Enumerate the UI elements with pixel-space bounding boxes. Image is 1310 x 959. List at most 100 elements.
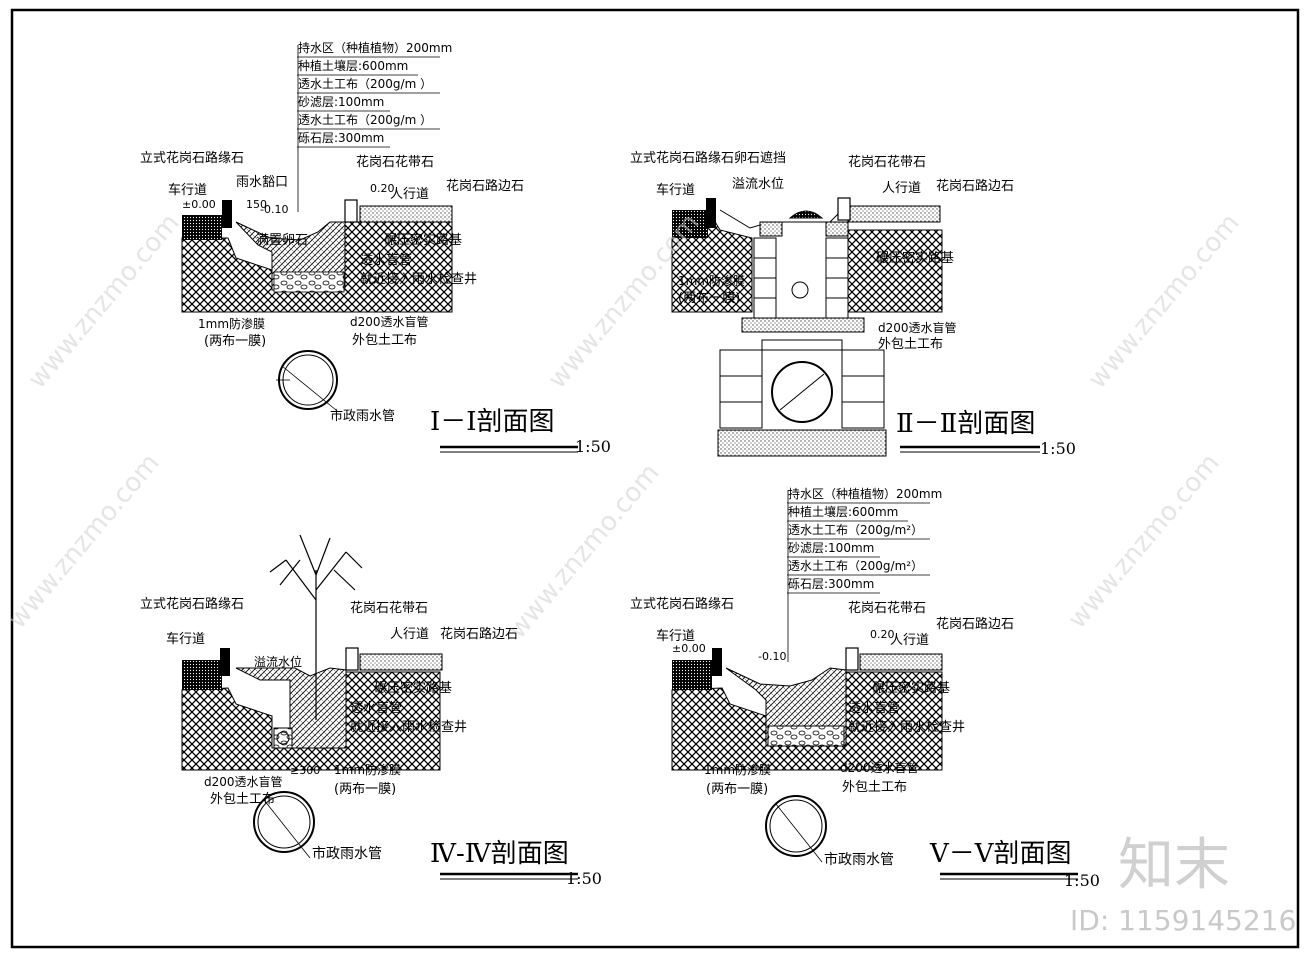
section-5: 持水区（种植植物）200mm 种植土壤层:600mm 透水土工布（200g/m²… [630,486,1100,890]
svg-text:www.znzmo.com: www.znzmo.com [1082,208,1245,394]
section-4: 立式花岗石路缘石 车行道 溢流水位 花岗石花带石 人行道 花岗石路边石 碾压密实… [140,534,602,888]
watermark-brand: 知末 [1118,833,1230,898]
s1-roadway-label: 车行道 [168,182,207,198]
s1-layer-6: 砾石层:300mm [298,131,384,145]
s1-scale: 1:50 [575,437,611,456]
s4-storm-pipe-label: 市政雨水管 [312,845,382,862]
s5-blind-pipe-label: 透水盲管 [848,700,900,716]
s4-overflow-label: 溢流水位 [254,654,302,669]
s1-dim-150: 150 [246,198,267,211]
s4-subgrade-label: 碾压密实路基 [374,680,452,696]
s1-edge-stone-label: 花岗石路边石 [446,178,524,194]
s5-layer-5: 透水土工布（200g/m²） [788,559,923,573]
s1-band-stone [344,199,358,223]
s5-elev-0: ±0.00 [672,642,706,655]
s1-elev-m010: -0.10 [260,203,288,216]
s4-scale: 1:50 [566,869,602,888]
svg-text:www.znzmo.com: www.znzmo.com [502,458,665,644]
s1-layer-underlines [297,56,440,148]
s4-wrap-label: 外包土工布 [210,792,275,807]
s1-layer-5: 透水土工布（200g/m ） [298,113,432,127]
s1-gravel [273,271,345,293]
s4-storm-pipe [253,791,315,853]
s5-edge-stone-label: 花岗石路边石 [936,616,1014,632]
s5-curb-stone-label: 立式花岗石路缘石 [630,596,734,612]
s5-wrap-label: 外包土工布 [842,780,907,795]
s2-scale: 1:50 [1040,439,1076,458]
s4-roadway-label: 车行道 [166,631,205,647]
s1-sidewalk-label: 人行道 [390,187,429,202]
s2-pipe-d200-label: d200透水盲管 [878,320,957,335]
s2-pipe [771,361,833,423]
s2-sidewalk-label: 人行道 [882,181,921,196]
s1-layer-4: 砂滤层:100mm [298,95,384,109]
s4-dim-300: ≥300 [290,764,320,777]
s4-tree [269,534,363,720]
s5-subgrade-label: 碾压密实路基 [872,680,950,696]
s2-title: Ⅱ－Ⅱ剖面图 [896,409,1035,439]
s5-elev-m010: -0.10 [758,650,786,663]
s5-elev-020: 0.20 [870,628,895,641]
s1-wrap-label: 外包土工布 [352,333,417,348]
s2-subgrade-label: 碾压密实路基 [876,250,954,266]
s1-inlet-label: 雨水豁口 [236,174,288,190]
s5-band-stone-label: 花岗石花带石 [848,600,926,616]
s4-band-stone-label: 花岗石花带石 [350,600,428,616]
section-1: 持水区（种植植物）200mm 种植土壤层:600mm 透水土工布（200g/m … [140,40,611,456]
s1-curb-stone-label: 立式花岗石路缘石 [140,150,244,166]
svg-text:www.znzmo.com: www.znzmo.com [22,208,185,394]
s1-layer-1: 持水区（种植植物）200mm [298,40,452,55]
s5-layer-2: 种植土壤层:600mm [788,504,898,519]
s4-blind-pipe-label: 透水盲管 [350,700,402,716]
s1-title: Ⅰ－Ⅰ剖面图 [430,407,555,437]
s4-sidewalk-label: 人行道 [390,627,429,642]
s2-overflow-label: 溢流水位 [732,177,784,192]
section-2: 立式花岗石路缘石卵石遮挡 车行道 溢流水位 花岗石花带石 人行道 花岗石路边石 … [630,150,1076,458]
sheet-border [10,8,1300,949]
s5-storm-pipe [765,795,827,857]
s1-elev-020: 0.20 [370,182,395,195]
s1-membrane-label: 1mm防渗膜 [198,316,265,331]
s5-layer-4: 砂滤层:100mm [788,541,874,555]
s2-membrane2-label: (两布一膜) [678,291,740,306]
s1-layer-2: 种植土壤层:600mm [298,58,408,73]
s1-layer-3: 透水土工布（200g/m ） [298,77,432,91]
s5-pipe-d200-label: d200透水盲管 [840,760,919,775]
svg-text:www.znzmo.com: www.znzmo.com [1062,448,1225,634]
s4-curb-stone-label: 立式花岗石路缘石 [140,596,244,612]
s1-storm-pipe-label: 市政雨水管 [330,408,395,424]
s5-layer-1: 持水区（种植植物）200mm [788,486,942,501]
s2-well-blocks [753,237,849,319]
s2-band-stone-label: 花岗石花带石 [848,154,926,170]
s1-pebbles-label: 满置卵石 [256,233,308,248]
s2-curb-block-label: 立式花岗石路缘石卵石遮挡 [630,150,786,166]
s5-layer-3: 透水土工布（200g/m²） [788,523,923,537]
s1-road-base [182,215,222,240]
s2-edge-stone-label: 花岗石路边石 [936,178,1014,194]
s4-edge-stone-label: 花岗石路边石 [440,626,518,642]
s4-membrane2-label: (两布一膜) [334,782,396,797]
s5-roadway-label: 车行道 [656,628,695,644]
s4-membrane-label: 1mm防渗膜 [334,762,401,777]
s1-pipe-d200-label: d200透水盲管 [350,314,429,329]
s4-pipe-d200-label: d200透水盲管 [204,774,283,789]
s2-roadway-label: 车行道 [656,182,695,198]
s5-connect-well-label: 就近接入雨水检查井 [848,719,965,735]
s4-title: Ⅳ-Ⅳ剖面图 [430,839,569,869]
s1-curb [222,200,232,228]
s1-connect-well-label: 就近接入雨水检查井 [360,271,477,287]
s1-band-stone-label: 花岗石花带石 [356,154,434,170]
s5-scale: 1:50 [1064,871,1100,890]
s1-subgrade-label: 碾压密实路基 [384,232,462,248]
s5-storm-pipe-label: 市政雨水管 [824,851,894,868]
s1-sidewalk [359,205,453,223]
s1-elev-0: ±0.00 [182,198,216,211]
s2-membrane-label: 1mm防渗膜 [678,273,745,288]
s5-membrane2-label: (两布一膜) [706,782,768,797]
s1-membrane2-label: (两布一膜) [204,334,266,349]
s1-blind-pipe-label: 透水盲管 [360,252,412,268]
s5-membrane-label: 1mm防渗膜 [704,762,771,777]
watermark-id: ID: 1159145216 [1070,904,1296,937]
s5-layer-6: 砾石层:300mm [788,577,874,591]
